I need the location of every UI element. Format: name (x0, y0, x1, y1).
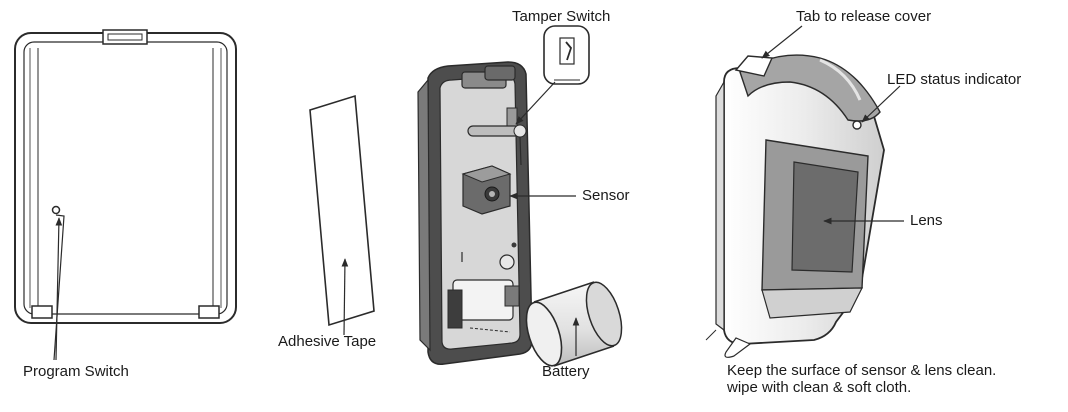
tab-release-pointer (761, 25, 803, 59)
back-cover (14, 29, 237, 324)
program-switch-label: Program Switch (23, 363, 129, 380)
adhesive-tape-label: Adhesive Tape (278, 333, 377, 350)
pir-detector (705, 54, 885, 358)
battery (525, 281, 623, 367)
battery-label: Battery (542, 363, 590, 380)
care-note-line-1: Keep the surface of sensor & lens clean. (727, 362, 997, 379)
led-pointer (861, 85, 901, 123)
tamper-switch-label: Tamper Switch (512, 8, 611, 25)
tamper-switch-pointer (515, 81, 556, 125)
adhesive-tape-pointer (341, 258, 349, 336)
lens-label: Lens (910, 212, 943, 229)
lens-window (791, 161, 859, 273)
led-indicator (852, 120, 862, 130)
care-note-line-2: wipe with clean & soft cloth. (727, 379, 912, 396)
care-note: Keep the surface of sensor & lens clean.… (727, 362, 996, 396)
program-switch-hole (51, 205, 61, 215)
sensor-housing (417, 61, 533, 365)
tamper-switch-inset (543, 25, 590, 85)
tab-release-label: Tab to release cover (796, 8, 932, 25)
sensor-label: Sensor (582, 187, 630, 204)
adhesive-tape (309, 94, 375, 327)
led-status-label: LED status indicator (887, 71, 1022, 88)
